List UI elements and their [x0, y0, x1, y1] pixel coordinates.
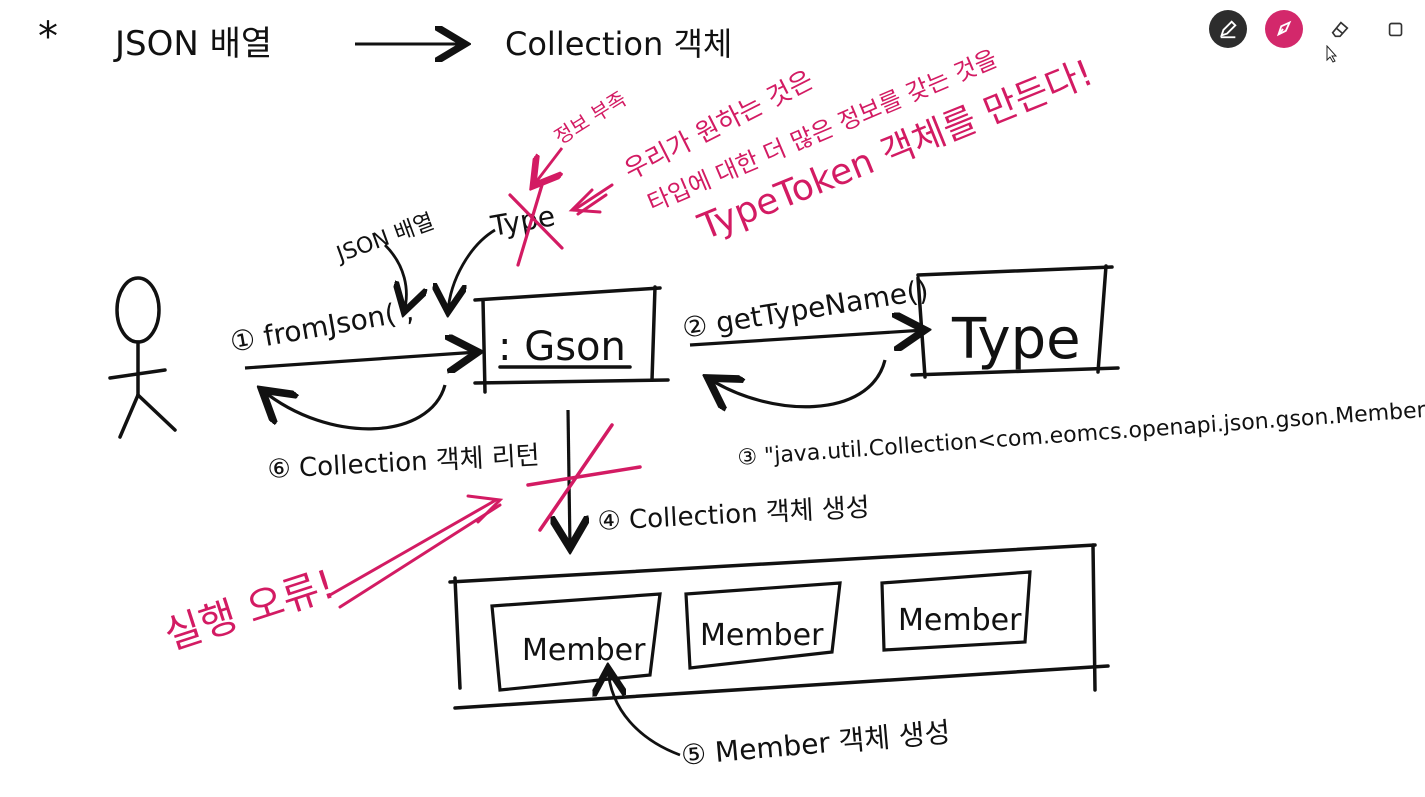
gson-node-label: : Gson	[498, 324, 626, 370]
step4-label: ④ Collection 객체 생성	[597, 493, 871, 537]
window-icon	[1385, 18, 1407, 40]
step1-arrow	[245, 352, 478, 368]
heading-bullet: *	[38, 14, 58, 60]
highlighter-tool-button[interactable]	[1265, 10, 1303, 48]
stick-figure-icon	[110, 278, 175, 437]
step5-pointer	[608, 668, 680, 755]
mouse-cursor-icon	[1326, 45, 1338, 63]
member-label: Member	[522, 633, 646, 668]
step3-return-arrow	[708, 360, 885, 407]
heading-collection-object: Collection 객체	[505, 25, 732, 63]
double-arrow	[572, 185, 612, 214]
runtime-error-note: 실행 오류!	[159, 561, 341, 659]
highlighter-icon	[1273, 18, 1295, 40]
step3-label: ③ "java.util.Collection<com.eomcs.openap…	[737, 396, 1425, 471]
type-node-label: Type	[951, 307, 1081, 372]
step6-return-arrow	[262, 385, 445, 429]
eraser-tool-button[interactable]	[1321, 10, 1359, 48]
info-loss-note: 정보 부족	[550, 87, 631, 150]
member-label: Member	[898, 603, 1022, 638]
json-array-arg-label: JSON 배열	[332, 209, 438, 268]
pen-icon	[1217, 18, 1239, 40]
step6-label: ⑥ Collection 객체 리턴	[267, 441, 541, 485]
step5-label: ⑤ Member 객체 생성	[680, 716, 952, 772]
eraser-icon	[1329, 18, 1351, 40]
window-tool-button[interactable]	[1377, 10, 1415, 48]
member-label: Member	[700, 618, 824, 653]
step1-label: ① fromJson( ,	[227, 294, 416, 359]
runtime-error-arrow	[330, 496, 500, 607]
heading-json-array: JSON 배열	[113, 24, 272, 64]
drawing-toolbar	[1209, 10, 1415, 48]
pen-tool-button[interactable]	[1209, 10, 1247, 48]
info-loss-arrow	[533, 148, 562, 186]
step2-label: ② getTypeName()	[680, 273, 931, 345]
